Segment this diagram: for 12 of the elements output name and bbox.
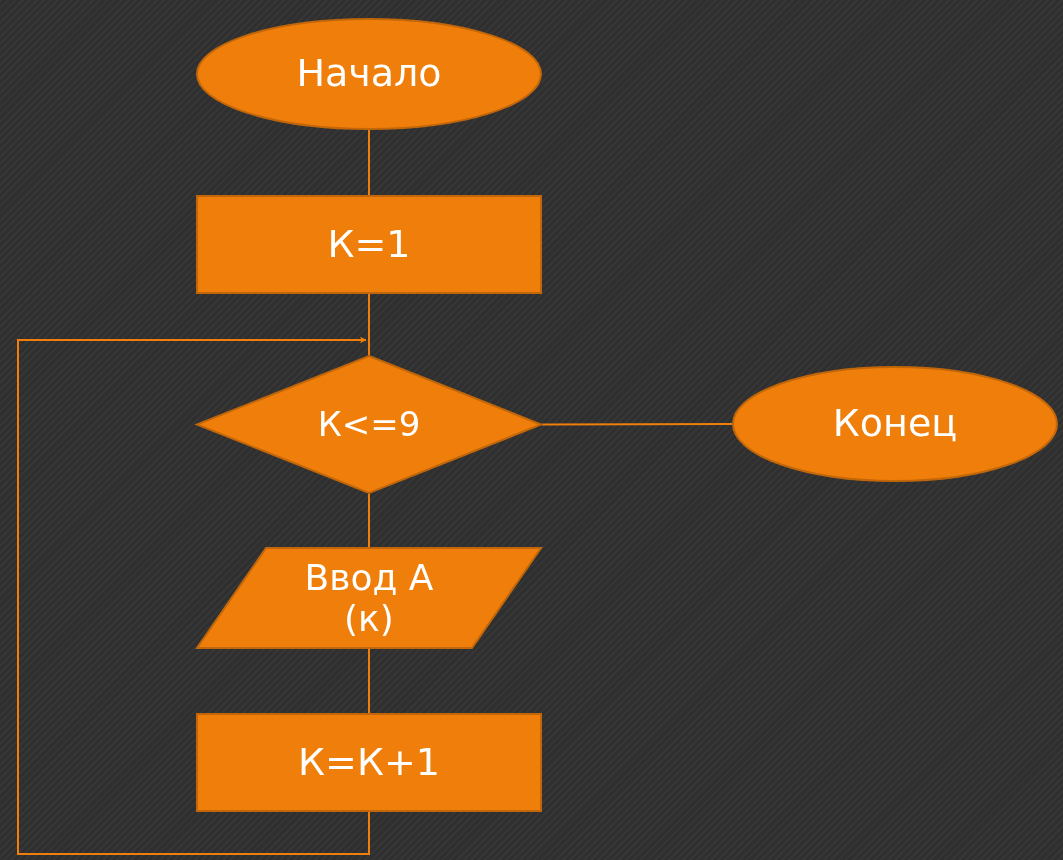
connector-line	[368, 648, 370, 714]
connector-line	[368, 129, 370, 196]
node-label: Конец	[832, 402, 958, 446]
arrow	[17, 336, 370, 855]
node-label: К=К+1	[298, 740, 440, 785]
node-label: Ввод А (к)	[303, 556, 435, 640]
node-label: К=1	[327, 222, 411, 267]
connector-line	[368, 493, 370, 548]
connector-line	[541, 423, 733, 426]
connector-line	[368, 293, 370, 356]
node-label: Начало	[296, 52, 442, 96]
node-label: К<=9	[317, 404, 421, 445]
